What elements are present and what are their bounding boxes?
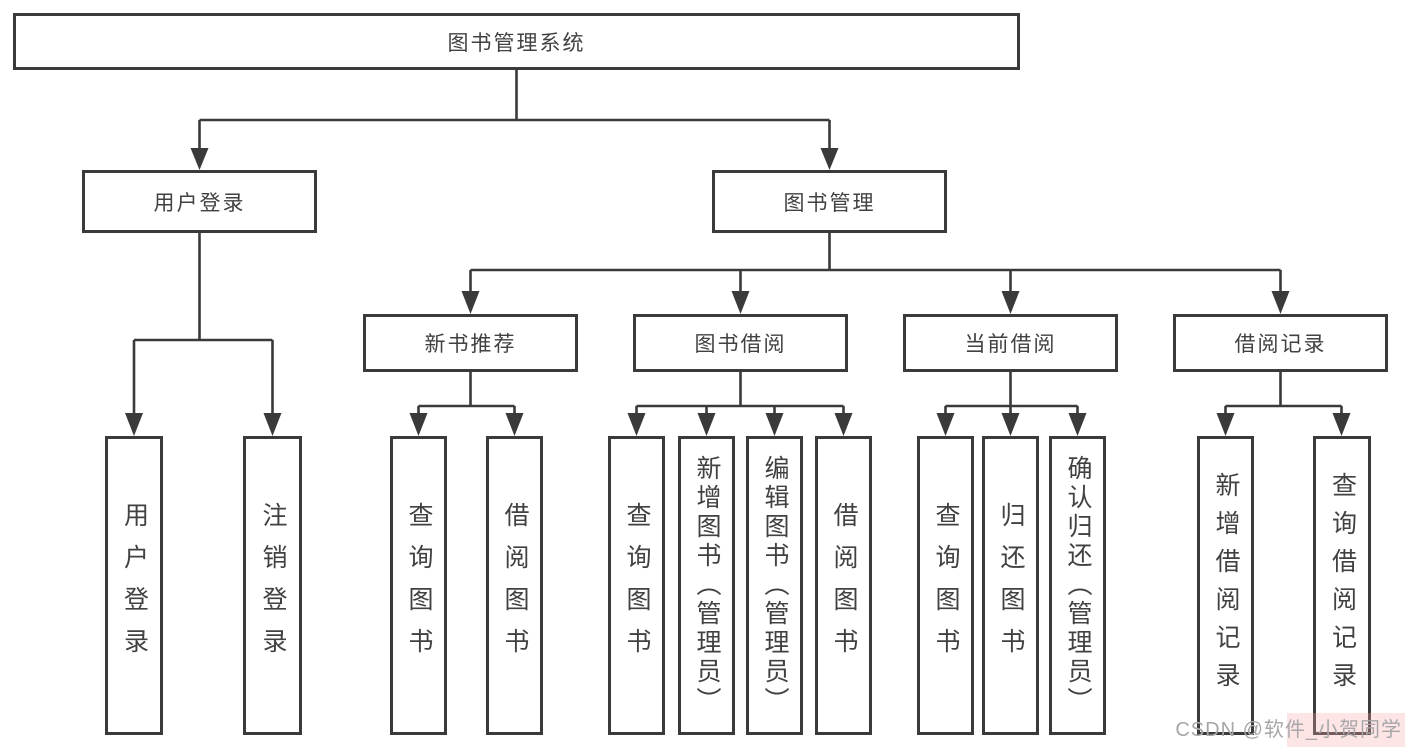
connector-book-borrow-branch [635, 372, 845, 414]
arrowhead [263, 413, 282, 436]
connector-root-to-level2 [198, 70, 831, 149]
node-book-management-module: 图书管理 [712, 170, 947, 233]
node-borrowing-records: 借阅记录 [1173, 314, 1388, 372]
node-label: 查询图书 [623, 501, 651, 670]
node-label: 查询图书 [932, 501, 960, 670]
node-leaf-confirm-return-admin: 确认归还（管理员） [1049, 436, 1106, 735]
node-leaf-query-books-3: 查询图书 [917, 436, 974, 735]
arrowhead [731, 291, 750, 314]
node-leaf-query-borrow-record: 查询借阅记录 [1313, 436, 1371, 735]
arrowhead [1216, 413, 1235, 436]
arrowhead [1271, 291, 1290, 314]
node-label: 注销登录 [259, 501, 287, 670]
node-leaf-borrow-books-1: 借阅图书 [486, 436, 543, 735]
node-label: 确认归还（管理员） [1064, 455, 1092, 716]
arrowhead [190, 148, 209, 170]
node-leaf-edit-books-admin: 编辑图书（管理员） [746, 436, 803, 735]
node-user-login-module: 用户登录 [82, 170, 317, 233]
arrowhead [1332, 413, 1351, 436]
node-label: 查询借阅记录 [1328, 471, 1357, 700]
arrowhead [1001, 291, 1020, 314]
node-root-library-system: 图书管理系统 [13, 13, 1020, 70]
arrowhead [125, 413, 143, 436]
arrowhead [1068, 413, 1087, 436]
connector-borrow-record-branch [1224, 372, 1343, 414]
node-label: 图书借阅 [694, 333, 787, 356]
node-leaf-add-borrow-record: 新增借阅记录 [1197, 436, 1254, 735]
arrowhead [627, 413, 646, 436]
arrowhead [936, 413, 955, 436]
node-leaf-query-books-2: 查询图书 [608, 436, 665, 735]
arrowhead [697, 413, 716, 436]
arrowhead [765, 413, 784, 436]
arrowhead [820, 148, 839, 170]
node-label: 图书管理 [783, 191, 876, 215]
node-book-borrowing: 图书借阅 [633, 314, 848, 372]
node-label: 当前借阅 [964, 333, 1057, 356]
connector-book-mgmt-branch [469, 233, 1282, 292]
arrowhead [1001, 413, 1020, 436]
node-label: 借阅图书 [830, 501, 858, 670]
node-label: 用户登录 [153, 191, 246, 215]
node-label: 新增借阅记录 [1212, 471, 1240, 700]
node-leaf-borrow-books-2: 借阅图书 [815, 436, 872, 735]
node-label: 查询图书 [405, 501, 433, 670]
node-label: 归还图书 [997, 501, 1025, 670]
connector-new-books-branch [417, 372, 516, 414]
node-current-borrowing: 当前借阅 [903, 314, 1118, 372]
watermark-text: CSDN @软件_小贺同学 [1175, 719, 1402, 741]
node-leaf-add-books-admin: 新增图书（管理员） [678, 436, 735, 735]
connector-user-login-branch [132, 233, 274, 414]
watermark: CSDN @软件_小贺同学 [1175, 713, 1402, 742]
node-label: 借阅图书 [501, 501, 529, 670]
watermark-tint [1287, 713, 1405, 747]
arrowhead [461, 291, 480, 314]
arrowhead [409, 413, 428, 436]
node-new-book-recommend: 新书推荐 [363, 314, 578, 372]
node-label: 借阅记录 [1234, 333, 1327, 356]
arrowhead [834, 413, 853, 436]
connector-current-borrow-branch [944, 372, 1079, 414]
arrowhead [505, 413, 524, 436]
node-leaf-return-books: 归还图书 [982, 436, 1039, 735]
node-label: 用户登录 [120, 501, 149, 670]
node-label: 新书推荐 [424, 333, 517, 356]
node-label: 编辑图书（管理员） [761, 455, 789, 716]
node-leaf-logout: 注销登录 [243, 436, 302, 735]
node-leaf-user-login: 用户登录 [105, 436, 163, 735]
node-leaf-query-books-1: 查询图书 [390, 436, 447, 735]
node-label: 新增图书（管理员） [693, 455, 721, 716]
node-label: 图书管理系统 [447, 31, 586, 55]
